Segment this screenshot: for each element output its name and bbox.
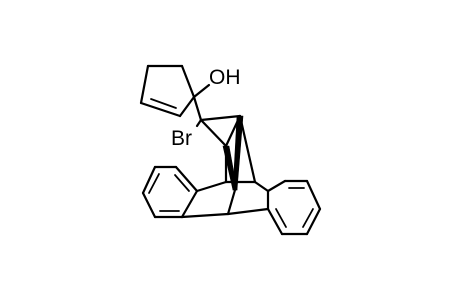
right-benzene-ring (266, 179, 322, 236)
right-ring-bond-1 (266, 179, 287, 193)
cage-bond-left-upper (195, 180, 228, 193)
ring-bond-c2-c4 (139, 64, 150, 105)
cage-bond-right-lower (226, 207, 270, 216)
left-ring-bond-5 (180, 189, 199, 219)
left-ring-bond-2 (141, 165, 157, 195)
left-ring-double-3 (174, 174, 190, 192)
left-ring-bond-3 (141, 191, 157, 219)
ring-bond-c5-c4 (139, 101, 182, 118)
ring-bond-c1-c5 (178, 95, 196, 118)
left-ring-bond-6 (174, 165, 199, 193)
right-ring-bond-4 (305, 207, 322, 236)
bond-c-br (195, 118, 203, 128)
cyclopropane-ring (199, 114, 242, 148)
cyclopropane-bond-top (199, 114, 242, 122)
left-benzene-ring (141, 165, 199, 219)
right-ring-double-2 (302, 208, 314, 228)
hydroxyl-label: OH (209, 66, 241, 89)
bond-ring-to-cyclopropane (192, 95, 203, 122)
cage-bond-right-vertical (238, 114, 257, 184)
right-ring-bond-3 (305, 179, 322, 211)
ring-double-bond (150, 98, 177, 109)
cage-bond-bridgehead (226, 188, 237, 216)
right-ring-bond-6 (266, 207, 284, 236)
cyclopentene-ring (139, 64, 196, 118)
left-ring-double-1 (148, 173, 160, 194)
bond-c-oh (192, 83, 211, 99)
right-ring-double-3 (275, 208, 287, 228)
bromine-label: Br (171, 127, 192, 150)
cyclopropane-bond-left (199, 118, 228, 148)
central-cage (180, 180, 270, 219)
cage-bond-right-upper (253, 180, 270, 193)
cage-bond-left-lower (180, 212, 230, 219)
ring-bond-c3-c1 (180, 64, 196, 99)
